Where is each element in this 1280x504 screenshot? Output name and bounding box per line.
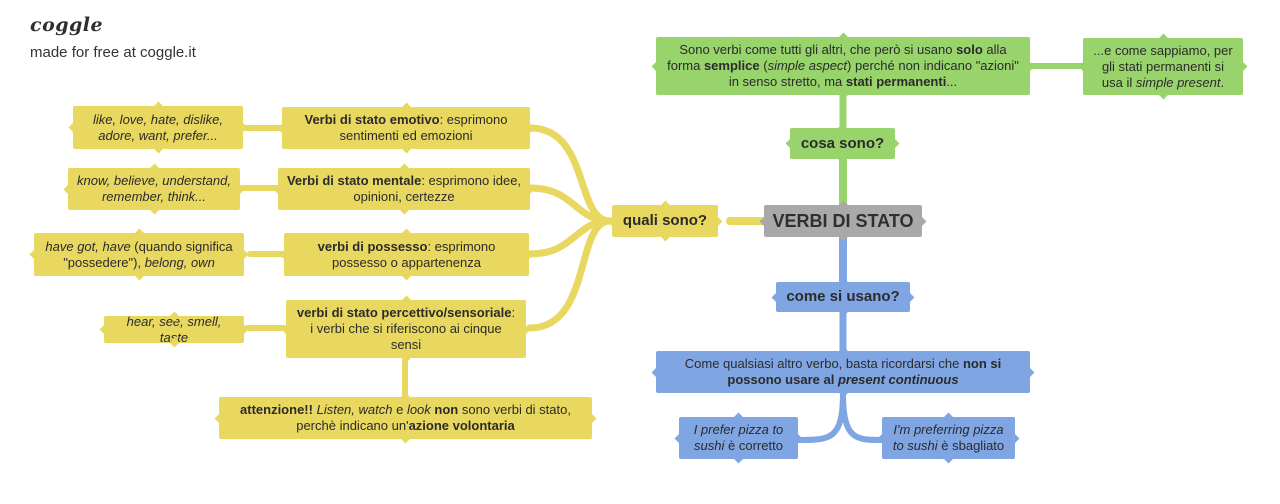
link-rule-correct xyxy=(795,390,846,443)
category-emotional[interactable]: Verbi di stato emotivo: esprimono sentim… xyxy=(277,102,535,154)
coggle-logo: coggle xyxy=(30,14,104,36)
example-possession-text: have got, have (quando significa "possed… xyxy=(45,238,233,270)
branch-what-label: cosa sono? xyxy=(800,134,885,152)
central-topic[interactable]: VERBI DI STATO xyxy=(759,200,927,242)
category-mental-text: Verbi di stato mentale: esprimono idee, … xyxy=(286,173,522,204)
definition-box[interactable]: Sono verbi come tutti gli altri, che per… xyxy=(651,32,1035,100)
example-correct-text: I prefer pizza to sushi è corretto xyxy=(693,422,784,453)
example-wrong-text: I'm preferring pizza to sushi è sbagliat… xyxy=(892,422,1005,453)
warning-box[interactable]: attenzione!! Listen, watch e look non so… xyxy=(214,392,597,444)
definition-text: Sono verbi come tutti gli altri, che per… xyxy=(667,42,1019,89)
link-rule-wrong xyxy=(840,390,885,443)
rule-box[interactable]: Come qualsiasi altro verbo, basta ricord… xyxy=(651,346,1035,398)
example-emotional[interactable]: like, love, hate, dislike, adore, want, … xyxy=(68,101,248,154)
link-which-mentale xyxy=(526,184,614,225)
example-perceptive[interactable]: hear, see, smell, taste xyxy=(99,311,249,348)
category-emotional-text: Verbi di stato emotivo: esprimono sentim… xyxy=(304,112,508,143)
category-mental[interactable]: Verbi di stato mentale: esprimono idee, … xyxy=(273,163,535,215)
simple-present-note[interactable]: ...e come sappiamo, per gli stati perman… xyxy=(1078,33,1248,100)
example-mental-text: know, believe, understand, remember, thi… xyxy=(77,173,231,204)
category-possession-text: verbi di possesso: esprimono possesso o … xyxy=(317,238,496,270)
warning-text: attenzione!! Listen, watch e look non so… xyxy=(240,402,571,433)
link-which-percettivo xyxy=(526,217,614,332)
category-perceptive[interactable]: verbi di stato percettivo/sensoriale: i … xyxy=(281,295,531,363)
branch-how-question[interactable]: come si usano? xyxy=(771,277,915,317)
branch-which-question[interactable]: quali sono? xyxy=(607,200,723,242)
branch-how-label: come si usano? xyxy=(786,288,900,305)
category-possession[interactable]: verbi di possesso: esprimono possesso o … xyxy=(279,228,534,281)
example-correct[interactable]: I prefer pizza to sushi è corretto xyxy=(674,412,803,464)
category-perceptive-text: verbi di stato percettivo/sensoriale: i … xyxy=(296,305,516,352)
example-wrong[interactable]: I'm preferring pizza to sushi è sbagliat… xyxy=(877,412,1020,464)
simple-present-note-text: ...e come sappiamo, per gli stati perman… xyxy=(1093,42,1233,90)
central-topic-label: VERBI DI STATO xyxy=(772,211,914,231)
example-emotional-text: like, love, hate, dislike, adore, want, … xyxy=(92,111,224,143)
made-with-note: made for free at coggle.it xyxy=(30,44,196,61)
example-possession[interactable]: have got, have (quando significa "possed… xyxy=(29,228,249,281)
rule-text: Come qualsiasi altro verbo, basta ricord… xyxy=(684,356,1002,387)
branch-what-question[interactable]: cosa sono? xyxy=(785,123,900,164)
branch-which-label: quali sono? xyxy=(622,212,708,229)
example-mental[interactable]: know, believe, understand, remember, thi… xyxy=(63,163,245,215)
link-which-emotivo xyxy=(526,124,614,225)
